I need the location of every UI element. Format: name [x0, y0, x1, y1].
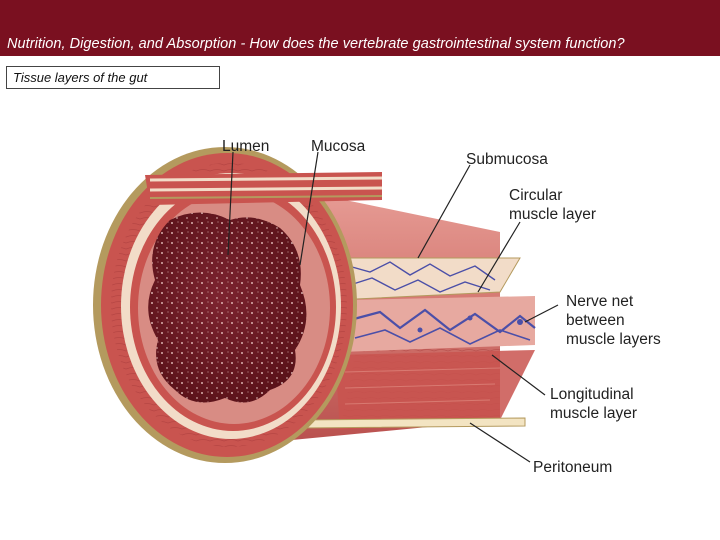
longitudinal-muscle — [335, 350, 535, 430]
label-submucosa: Submucosa — [466, 151, 548, 168]
submucosa-band — [334, 257, 521, 301]
peritoneum-strip — [299, 417, 526, 429]
label-lumen: Lumen — [222, 138, 269, 155]
label-mucosa: Mucosa — [311, 138, 366, 155]
label-nerve-line1: Nerve net — [566, 293, 634, 310]
leader-mucosa — [299, 151, 319, 266]
leader-lines — [227, 151, 559, 463]
cross-section — [93, 147, 357, 463]
label-circular-line2: muscle layer — [509, 206, 596, 223]
header-bar: Nutrition, Digestion, and Absorption - H… — [0, 0, 720, 56]
label-nerve-line3: muscle layers — [566, 331, 661, 348]
leader-circular — [477, 221, 521, 293]
diagram-labels: Lumen Mucosa Submucosa Circular muscle l… — [222, 138, 661, 476]
subtitle: Tissue layers of the gut — [13, 70, 148, 85]
leader-submucosa — [417, 164, 471, 259]
label-longitudinal-line1: Longitudinal — [550, 386, 634, 403]
nerve-net — [340, 296, 536, 352]
leader-peritoneum — [469, 422, 531, 463]
label-peritoneum: Peritoneum — [533, 459, 612, 476]
label-longitudinal-line2: muscle layer — [550, 405, 637, 422]
leader-nerve — [524, 304, 559, 323]
leader-longitudinal — [491, 354, 546, 396]
label-nerve-line2: between — [566, 312, 625, 329]
leader-lumen — [227, 151, 234, 256]
subtitle-box: Tissue layers of the gut — [6, 66, 220, 89]
label-circular-line1: Circular — [509, 187, 562, 204]
top-layers — [145, 172, 383, 205]
page-title: Nutrition, Digestion, and Absorption - H… — [7, 36, 625, 52]
